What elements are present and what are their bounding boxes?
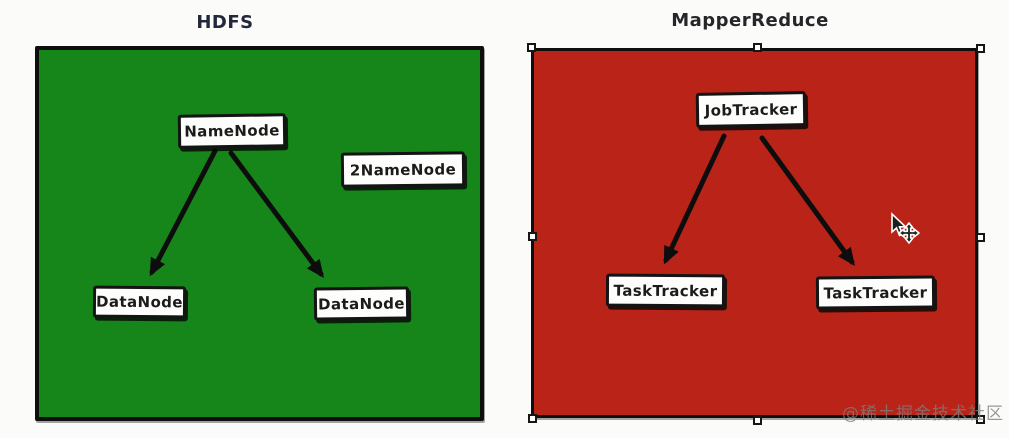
hdfs-panel-title: HDFS <box>196 12 254 33</box>
selection-handle-top-left[interactable] <box>527 43 536 52</box>
selection-handle-bottom-right[interactable] <box>976 415 985 424</box>
selection-handle-bottom-left[interactable] <box>528 414 537 423</box>
node-tasktracker-right[interactable]: TaskTracker <box>815 275 936 310</box>
selection-handle-bottom-middle[interactable] <box>753 416 762 425</box>
site-watermark: @稀土掘金技术社区 <box>842 404 1004 424</box>
node-tasktracker-left[interactable]: TaskTracker <box>605 273 726 308</box>
selection-handle-top-right[interactable] <box>976 44 985 53</box>
move-cursor-icon <box>886 212 928 252</box>
node-datanode-right[interactable]: DataNode <box>313 286 410 321</box>
node-jobtracker[interactable]: JobTracker <box>695 91 807 128</box>
selection-handle-top-middle[interactable] <box>753 43 762 52</box>
selection-handle-middle-right[interactable] <box>976 233 985 242</box>
node-secondary-namenode[interactable]: 2NameNode <box>340 151 466 188</box>
node-datanode-left[interactable]: DataNode <box>92 285 187 319</box>
selection-handle-middle-left[interactable] <box>528 232 537 241</box>
node-namenode[interactable]: NameNode <box>177 113 287 149</box>
mapreduce-panel-title: MapperReduce <box>671 10 829 31</box>
hdfs-panel-rect[interactable] <box>35 46 484 421</box>
